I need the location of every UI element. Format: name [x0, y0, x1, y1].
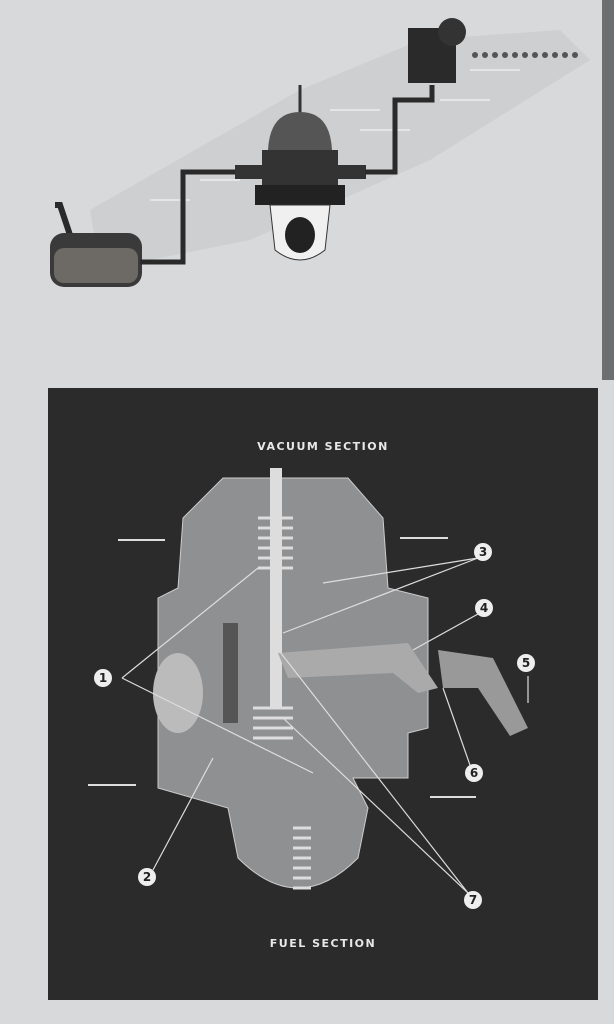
page-edge	[602, 0, 614, 380]
callout-2: 2	[138, 868, 156, 886]
fuel-line	[140, 169, 240, 265]
fuel-line	[365, 85, 435, 175]
callout-1: 1	[94, 669, 112, 687]
rocker-arm	[278, 643, 438, 693]
carburetor	[408, 18, 466, 83]
pump-rod	[270, 468, 282, 708]
pump-drawing	[88, 468, 529, 894]
springs	[253, 516, 311, 890]
vacuum-section-label: VACUUM SECTION	[257, 440, 389, 453]
callout-7: 7	[464, 891, 482, 909]
sediment-bowl	[153, 653, 203, 733]
callout-lines	[121, 557, 529, 894]
fuel-system-illustration	[50, 18, 590, 287]
callout-3: 3	[474, 543, 492, 561]
fuel-section-label: FUEL SECTION	[269, 937, 377, 950]
filter-screen	[223, 623, 238, 723]
dotted-line	[472, 52, 578, 58]
lever	[438, 650, 528, 736]
fuel-pump	[235, 85, 366, 261]
callout-6: 6	[465, 764, 483, 782]
fuel-tank	[50, 202, 142, 287]
shadow	[90, 30, 590, 270]
callout-5: 5	[517, 654, 535, 672]
pump-cross-section: VACUUM SECTION 1 2 3 4 5 6	[48, 388, 598, 1000]
arrows	[88, 537, 476, 798]
callout-4: 4	[475, 599, 493, 617]
pump-body	[157, 477, 429, 889]
